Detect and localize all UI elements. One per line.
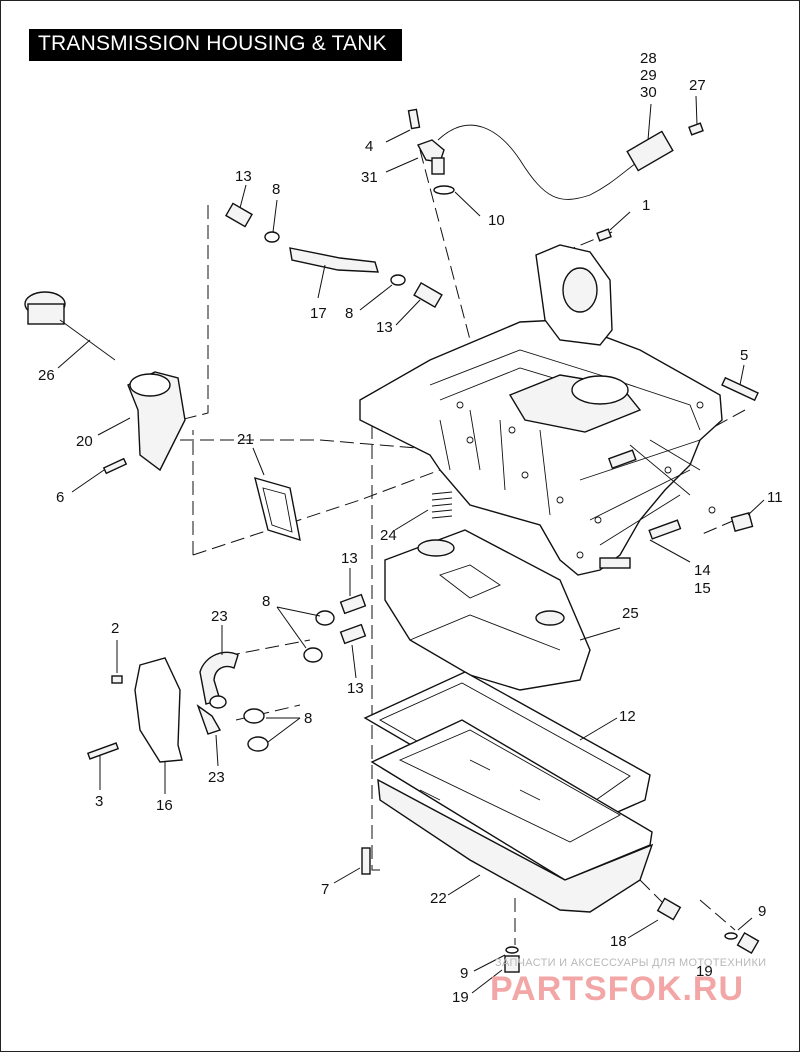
speed-sensor-assembly [407,108,704,242]
callout-28: 28 [640,50,657,67]
callout-30: 30 [640,84,657,101]
callout-27: 27 [689,77,706,94]
gasket-21 [254,476,301,542]
callout-22: 22 [430,890,447,907]
callout-29: 29 [640,67,657,84]
callout-19-right: 19 [696,963,713,980]
callout-17: 17 [310,305,327,322]
callout-24: 24 [380,527,397,544]
callout-labels: 28 29 30 27 4 31 10 1 13 8 17 8 13 26 20… [38,50,783,1006]
callout-14: 14 [694,562,711,579]
watermark-logo: PARTSFOK.RU [490,970,745,1008]
callout-3: 3 [95,793,103,810]
callout-1: 1 [642,197,650,214]
callout-8-right: 8 [345,305,353,322]
callout-18: 18 [610,933,627,950]
callout-9-right: 9 [758,903,766,920]
callout-6: 6 [56,489,64,506]
callout-19-left: 19 [452,989,469,1006]
transmission-housing [359,244,723,576]
page-title: TRANSMISSION HOUSING & TANK [38,32,387,55]
callout-31: 31 [361,169,378,186]
title-banner [29,29,402,61]
callout-11: 11 [767,489,783,506]
callout-8-middle: 8 [262,593,270,610]
tank-25 [384,529,591,691]
callout-8-lower: 8 [304,710,312,727]
callout-23-upper: 23 [211,608,228,625]
drain-plugs [504,897,760,973]
callout-13-upper-right: 13 [376,319,393,336]
callout-5: 5 [740,347,748,364]
callout-8-upper: 8 [272,181,280,198]
callout-7: 7 [321,881,329,898]
callout-25: 25 [622,605,639,622]
callout-21: 21 [237,431,254,448]
callout-23-lower: 23 [208,769,225,786]
spring-plug-bolt [431,376,759,532]
callout-4: 4 [365,138,373,155]
watermark-caption: ЗАПЧАСТИ И АКСЕССУАРЫ ДЛЯ МОТОТЕХНИКИ [495,957,767,969]
callout-9-left: 9 [460,965,468,982]
callout-20: 20 [76,433,93,450]
callout-2: 2 [111,620,119,637]
callout-13-middle-upper: 13 [341,550,358,567]
callout-12: 12 [619,708,636,725]
leader-lines [57,95,765,994]
callout-13-upper-left: 13 [235,168,252,185]
oil-pan [361,671,654,913]
middle-fittings [196,593,367,752]
upper-hose-fittings [225,202,443,309]
fill-neck-dipstick [24,291,186,475]
callout-10: 10 [488,212,505,229]
callout-26: 26 [38,367,55,384]
callout-15: 15 [694,580,711,597]
bracket-16 [86,657,183,763]
callout-13-middle-lower: 13 [347,680,364,697]
callout-16: 16 [156,797,173,814]
